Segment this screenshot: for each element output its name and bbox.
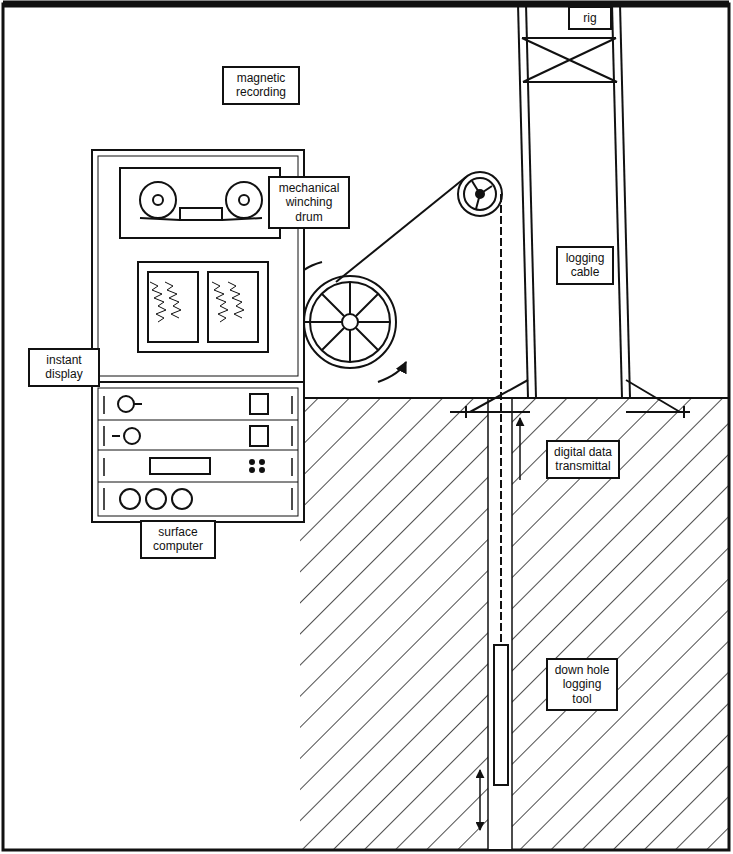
- label-text: instant display: [35, 353, 93, 382]
- recording-label: magnetic recording: [222, 66, 300, 105]
- label-text: logging cable: [563, 251, 607, 280]
- tool-label: down hole logging tool: [546, 658, 618, 711]
- label-text: down hole logging tool: [553, 663, 611, 706]
- frame: [3, 4, 729, 850]
- display-label: instant display: [28, 348, 100, 387]
- rig-label: rig: [568, 6, 612, 30]
- drum-label: mechanical winching drum: [268, 176, 350, 229]
- computer-label: surface computer: [140, 520, 216, 559]
- rig-derrick: [450, 4, 690, 418]
- label-text: surface computer: [147, 525, 209, 554]
- logging-cable: [336, 177, 501, 645]
- label-text: rig: [575, 11, 605, 25]
- label-text: digital data transmittal: [553, 445, 613, 474]
- transmittal-label: digital data transmittal: [546, 440, 620, 479]
- logging-tool: [480, 418, 520, 830]
- label-text: mechanical winching drum: [275, 181, 343, 224]
- winching-drum: [294, 262, 406, 382]
- cable-label: logging cable: [556, 246, 614, 285]
- label-text: magnetic recording: [229, 71, 293, 100]
